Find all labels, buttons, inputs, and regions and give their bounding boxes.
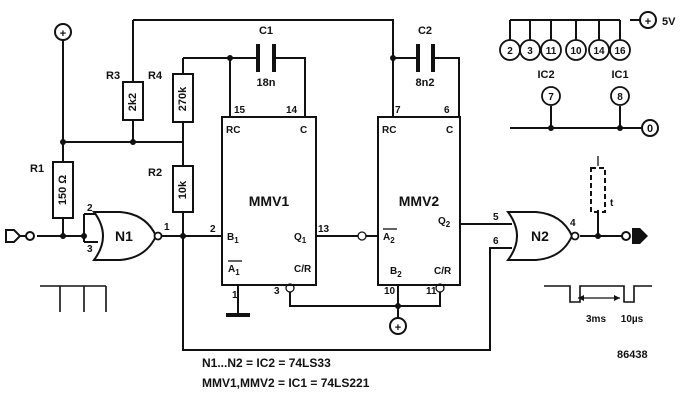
svg-text:C1: C1 [259, 25, 273, 37]
svg-text:IC1: IC1 [611, 69, 628, 81]
svg-text:Q2: Q2 [438, 216, 451, 229]
svg-text:1: 1 [164, 222, 170, 233]
supply-block: 2 3 11 10 14 16 + 5V IC2 IC1 7 8 0 [499, 11, 676, 137]
svg-text:+: + [395, 322, 401, 334]
vcc-pin-number: 11 [546, 46, 557, 57]
capacitor-c1: C1 18n [256, 25, 276, 89]
svg-text:R3: R3 [106, 70, 120, 82]
svg-text:+: + [645, 16, 651, 28]
input-terminal [5, 229, 35, 243]
svg-text:t: t [610, 198, 614, 209]
nor-gate-n1: N1 2 3 1 [87, 203, 170, 261]
ground-zero: 0 [641, 119, 659, 137]
svg-text:A1: A1 [228, 264, 240, 277]
supply-plus-right: + 5V [639, 11, 676, 29]
svg-text:A2: A2 [383, 232, 395, 245]
svg-text:0: 0 [647, 123, 653, 135]
svg-text:7: 7 [548, 92, 554, 103]
svg-text:1: 1 [232, 290, 238, 301]
svg-text:C: C [446, 125, 453, 136]
svg-text:270k: 270k [177, 86, 189, 111]
svg-text:C: C [300, 125, 307, 136]
ground-symbol [226, 313, 250, 317]
svg-text:6: 6 [444, 105, 450, 116]
svg-text:15: 15 [234, 105, 246, 116]
svg-text:10: 10 [384, 286, 396, 297]
svg-text:10k: 10k [177, 180, 189, 199]
svg-text:MMV2: MMV2 [399, 193, 440, 209]
svg-text:B1: B1 [227, 232, 239, 245]
svg-text:2: 2 [210, 224, 216, 235]
vcc-pin-circle [609, 39, 631, 61]
svg-text:13: 13 [318, 224, 330, 235]
svg-text:3: 3 [274, 286, 280, 297]
resistor-r4: 270k R4 [148, 70, 194, 123]
svg-text:8n2: 8n2 [416, 77, 435, 89]
svg-text:B2: B2 [390, 266, 402, 279]
svg-text:C/R: C/R [294, 264, 312, 275]
svg-text:2: 2 [87, 203, 93, 214]
svg-text:RC: RC [382, 125, 396, 136]
vcc-pin-circle [588, 39, 610, 61]
vcc-pin-number: 16 [614, 46, 626, 57]
ic2-gnd-pin: 7 [541, 86, 561, 106]
svg-text:6: 6 [493, 236, 499, 247]
svg-text:C2: C2 [418, 25, 432, 37]
svg-text:18n: 18n [257, 77, 276, 89]
output-waveform: 3ms 10µs [544, 285, 652, 325]
svg-text:8: 8 [617, 92, 623, 103]
resistor-r2: 10k R2 [148, 165, 194, 213]
svg-text:5: 5 [493, 212, 499, 223]
svg-text:4: 4 [570, 218, 576, 229]
monostable-mmv1: RC C 15 14 MMV1 B1 2 Q1 13 A1 C/R 1 3 [210, 105, 330, 301]
monostable-mmv2: RC C 7 6 MMV2 A2 Q2 B2 C/R 10 11 5 6 [357, 105, 499, 297]
svg-text:R2: R2 [148, 167, 162, 179]
output-terminal [621, 228, 648, 244]
svg-text:Q1: Q1 [294, 232, 307, 245]
svg-text:2k2: 2k2 [127, 93, 139, 111]
vcc-pin-number: 14 [593, 46, 605, 57]
svg-text:150 Ω: 150 Ω [57, 175, 69, 205]
capacitor-c2: C2 8n2 [416, 25, 435, 89]
junction-dots [60, 55, 623, 309]
svg-text:3ms: 3ms [586, 314, 606, 325]
vcc-pin-circle [540, 39, 562, 61]
svg-text:IC2: IC2 [537, 69, 554, 81]
ic1-gnd-pin: 8 [610, 86, 630, 106]
svg-text:RC: RC [226, 125, 240, 136]
vcc-pin-number: 10 [570, 46, 582, 57]
vcc-pin-number: 2 [507, 46, 513, 57]
input-waveform [40, 285, 107, 312]
note-monostables: MMV1,MMV2 = IC1 = 74LS221 [202, 376, 370, 390]
svg-text:N1: N1 [115, 228, 133, 244]
svg-text:+: + [60, 28, 66, 40]
svg-text:R1: R1 [30, 163, 44, 175]
supply-plus-left: + [54, 23, 72, 41]
output-pulse-indicator: t [590, 156, 614, 213]
vcc-pin-circle [565, 39, 587, 61]
svg-text:14: 14 [286, 105, 298, 116]
svg-text:7: 7 [395, 105, 401, 116]
resistor-r3: 2k2 R3 [106, 70, 144, 121]
svg-text:C/R: C/R [434, 266, 452, 277]
vcc-pin-circle [519, 39, 541, 61]
figure-number: 86438 [617, 349, 648, 361]
note-gates: N1...N2 = IC2 = 74LS33 [202, 356, 331, 370]
svg-text:R4: R4 [148, 70, 163, 82]
nor-gate-n2: N2 4 [506, 211, 580, 261]
svg-text:N2: N2 [531, 228, 549, 244]
svg-text:5V: 5V [662, 16, 676, 28]
vcc-pins: 2 3 11 10 14 16 [499, 39, 631, 61]
svg-text:11: 11 [426, 286, 437, 297]
supply-plus-bottom: + [389, 317, 407, 335]
svg-text:MMV1: MMV1 [249, 193, 290, 209]
resistor-r1: 150 Ω R1 [30, 161, 74, 219]
svg-text:10µs: 10µs [621, 314, 644, 325]
svg-text:3: 3 [87, 244, 93, 255]
vcc-pin-number: 3 [527, 46, 533, 57]
